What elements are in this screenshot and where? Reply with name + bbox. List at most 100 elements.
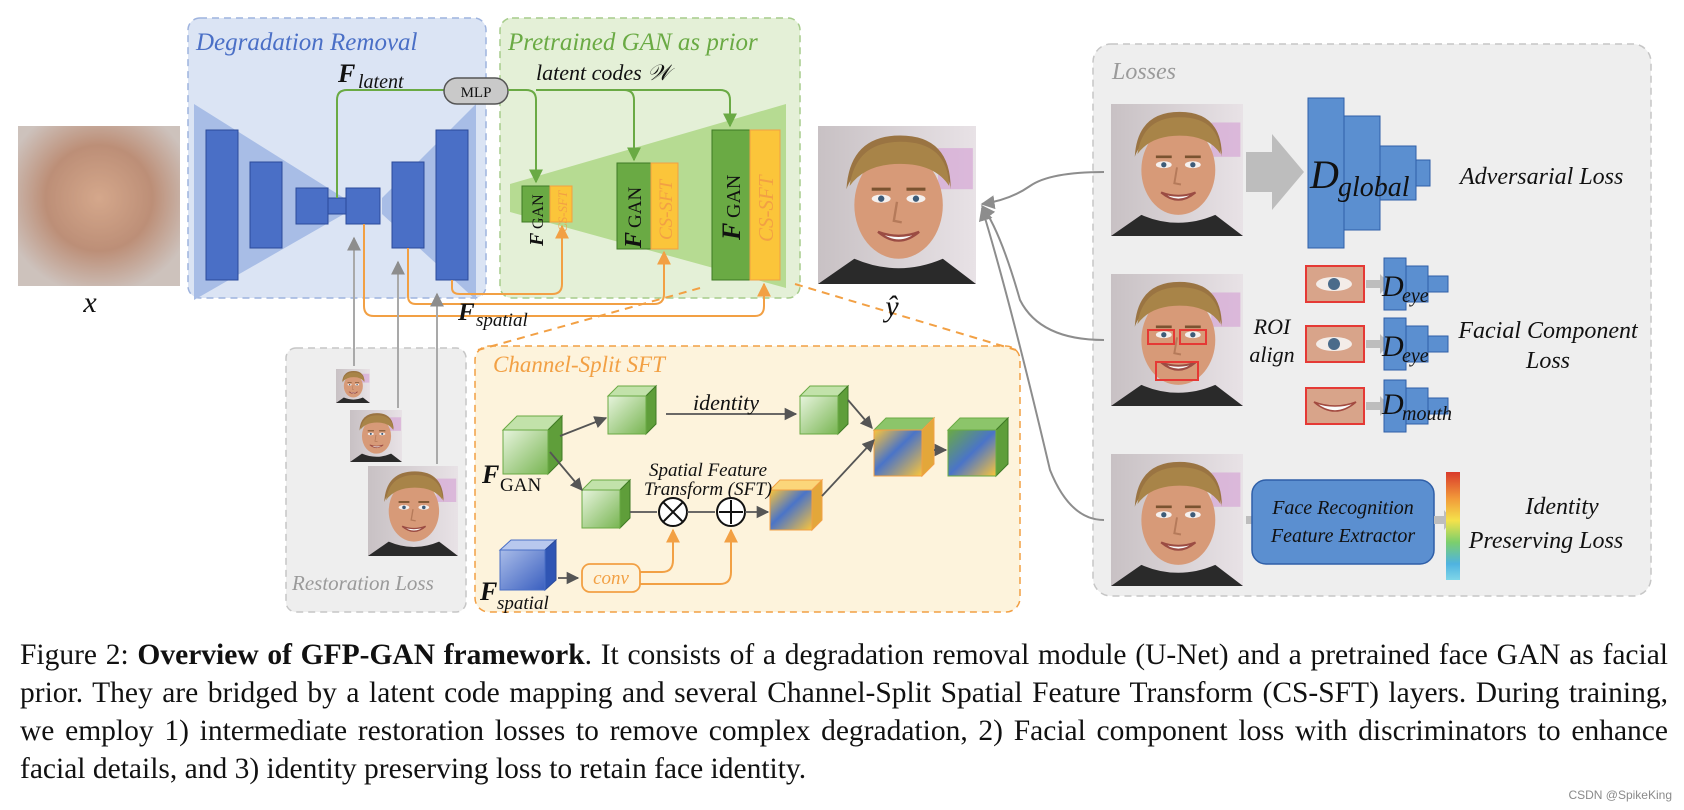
deye-network-1 bbox=[1383, 257, 1449, 311]
loss-link-adversarial bbox=[980, 171, 1105, 210]
unet-block bbox=[391, 161, 425, 249]
restoration-face-medium bbox=[350, 410, 402, 462]
deye-network-2 bbox=[1383, 317, 1449, 371]
cs-sft-block-medium bbox=[650, 162, 679, 250]
facial-loss-label-2: Loss bbox=[1525, 348, 1570, 374]
caption-prefix: Figure 2: bbox=[20, 639, 138, 671]
panel-title-losses: Losses bbox=[1111, 59, 1176, 85]
sft-cube-concat bbox=[872, 416, 936, 478]
cs-sft-label-large: CS-SFT bbox=[754, 174, 778, 242]
adversarial-loss-label: Adversarial Loss bbox=[1458, 164, 1623, 190]
latent-codes-label: latent codes 𝒲 bbox=[536, 60, 675, 85]
watermark: CSDN @SpikeKing bbox=[1568, 788, 1672, 802]
sft-arrow bbox=[847, 399, 873, 429]
sft-cube-lower bbox=[580, 478, 632, 530]
sft-cube-identity-in bbox=[606, 384, 658, 436]
eye-crop-1 bbox=[1305, 265, 1365, 303]
f-spatial-label: F bbox=[457, 299, 475, 326]
restoration-face-large bbox=[368, 466, 458, 556]
latent-line bbox=[336, 89, 447, 198]
f-latent-label: F bbox=[337, 59, 355, 88]
sft-arrow bbox=[559, 416, 608, 437]
unet-block bbox=[295, 187, 329, 225]
dglobal-layer bbox=[1415, 159, 1431, 187]
add-glyph bbox=[719, 500, 743, 524]
roi-box-eye-right bbox=[1179, 329, 1207, 345]
spatial-line-2 bbox=[407, 248, 671, 305]
spatial-line-1 bbox=[363, 224, 771, 317]
f-gan-label-large: F bbox=[717, 223, 746, 241]
zoom-line-right bbox=[794, 283, 1017, 351]
dglobal-sub: global bbox=[1338, 172, 1410, 203]
dglobal-layer bbox=[1307, 97, 1345, 249]
f-gan-sub-small: GAN bbox=[530, 194, 547, 229]
input-face-image bbox=[18, 126, 180, 286]
deye-label-1: D bbox=[1381, 270, 1404, 303]
sft-label-1: Spatial Feature bbox=[649, 460, 767, 481]
sft-cube-result bbox=[946, 416, 1010, 478]
dmouth-label: D bbox=[1381, 388, 1404, 421]
f-gan-label-small: F bbox=[526, 232, 548, 247]
restoration-face-small bbox=[336, 368, 370, 404]
caption-bold: Overview of GFP-GAN framework bbox=[137, 639, 585, 671]
dmouth-network bbox=[1383, 379, 1449, 433]
sft-label-2: Transform (SFT) bbox=[644, 479, 772, 500]
sft-f-spatial-label: F bbox=[479, 577, 497, 606]
unet-block bbox=[435, 129, 469, 281]
multiply-glyph bbox=[662, 501, 684, 523]
deye-sub-1: eye bbox=[1402, 285, 1429, 307]
unet-block bbox=[249, 161, 283, 249]
sft-arrow bbox=[821, 439, 875, 497]
caption-text: . It consists of a degradation removal m… bbox=[20, 639, 1668, 785]
roi-label-1: ROI bbox=[1253, 314, 1292, 339]
gan-block-medium bbox=[616, 162, 652, 250]
cs-sft-label-medium: CS-SFT bbox=[656, 178, 677, 240]
output-y-label: ŷ bbox=[882, 290, 899, 323]
gan-block-small bbox=[521, 185, 551, 223]
roi-label-2: align bbox=[1249, 342, 1294, 367]
input-x-label: x bbox=[82, 286, 97, 319]
gfp-gan-diagram: Degradation Removal Pretrained GAN as pr… bbox=[18, 17, 1652, 614]
sft-cube-fspatial bbox=[498, 538, 558, 592]
panel-title-gan: Pretrained GAN as prior bbox=[507, 29, 758, 56]
face-recognition-box bbox=[1251, 479, 1435, 565]
face-recognition-label-1: Face Recognition bbox=[1271, 497, 1414, 519]
unet-block bbox=[345, 187, 381, 225]
identity-label: identity bbox=[693, 390, 759, 415]
conv-arrow-shift bbox=[640, 528, 738, 585]
identity-face-image bbox=[1110, 454, 1244, 586]
identity-embedding-bar bbox=[1446, 472, 1460, 580]
adversarial-face-image bbox=[1110, 104, 1244, 236]
dglobal-layer bbox=[1343, 115, 1381, 231]
gan-block-large bbox=[711, 129, 751, 281]
panel-title-sft: Channel-Split SFT bbox=[493, 352, 667, 377]
figure-caption: Figure 2: Overview of GFP-GAN framework.… bbox=[20, 636, 1668, 788]
loss-link-identity bbox=[978, 206, 1105, 521]
conv-label: conv bbox=[593, 568, 629, 589]
mouth-crop bbox=[1305, 387, 1365, 425]
f-gan-sub-large: GAN bbox=[723, 175, 745, 218]
latent-arrow-1 bbox=[508, 89, 543, 184]
unet-bottleneck bbox=[327, 197, 347, 215]
latent-arrow-3 bbox=[624, 89, 737, 128]
deye-sub-2: eye bbox=[1402, 345, 1429, 367]
face-recognition-label-2: Feature Extractor bbox=[1270, 525, 1415, 547]
cs-sft-label-small: CS-SFT bbox=[555, 190, 570, 232]
sft-arrow bbox=[549, 451, 583, 491]
conv-arrow-scale bbox=[640, 528, 680, 573]
conv-box bbox=[581, 563, 641, 593]
cs-sft-block-small bbox=[549, 185, 573, 223]
f-gan-sub-medium: GAN bbox=[625, 187, 646, 228]
facial-face-image bbox=[1110, 274, 1244, 406]
panel-title-degradation: Degradation Removal bbox=[195, 29, 418, 56]
roi-box-eye-left bbox=[1147, 329, 1175, 345]
identity-loss-label-2: Preserving Loss bbox=[1468, 528, 1623, 554]
sft-f-gan-label: F bbox=[481, 460, 499, 489]
dglobal-label: D bbox=[1309, 152, 1339, 197]
unet-block bbox=[205, 129, 239, 281]
eye-crop-2 bbox=[1305, 325, 1365, 363]
f-latent-sub: latent bbox=[358, 71, 404, 93]
sft-cube-sft-out bbox=[768, 478, 824, 532]
dglobal-layer bbox=[1379, 145, 1417, 201]
identity-loss-label-1: Identity bbox=[1524, 494, 1599, 520]
